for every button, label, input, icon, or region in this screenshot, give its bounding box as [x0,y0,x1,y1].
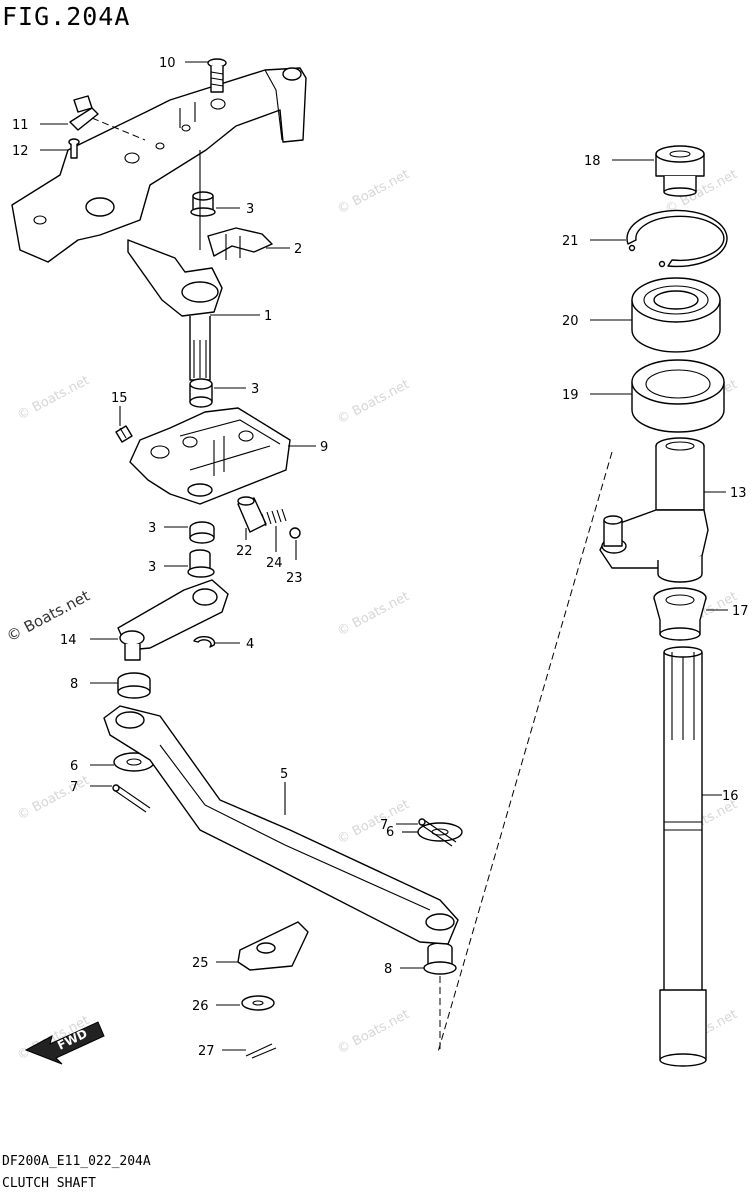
watermark: © Boats.net [335,797,412,847]
part-clip-11 [69,95,99,131]
callout-6-left: 6 [70,759,78,774]
part-bracket-25 [237,921,309,971]
part-link-5 [103,705,459,945]
callout-26: 26 [192,999,209,1014]
watermark: © Boats.net [335,167,412,217]
callout-1: 1 [264,309,272,324]
callout-7-right: 7 [380,818,388,833]
callout-16: 16 [722,789,739,804]
watermark: © Boats.net [335,589,412,639]
callout-27: 27 [198,1044,215,1059]
callout-11: 11 [12,118,29,133]
part-bolt-15 [115,425,133,443]
part-pin-27 [245,1043,277,1059]
watermark-strong: © Boats.net [3,587,92,646]
callout-22: 22 [236,544,253,559]
part-cotter-pin-7-right [418,818,457,847]
callout-19: 19 [562,388,579,403]
part-lever-14 [117,579,229,661]
part-bolt-10 [207,58,227,93]
callout-14: 14 [60,633,77,648]
part-plunger-22 [237,496,267,533]
callout-17: 17 [732,604,749,619]
watermarks: © Boats.net © Boats.net © Boats.net © Bo… [3,163,739,1063]
callout-23: 23 [286,571,303,586]
callout-12: 12 [12,144,29,159]
part-bush-3-upper [190,191,216,217]
part-screw-12 [68,138,80,159]
part-housing-9 [129,407,291,505]
part-bush-3-lower-b [187,549,215,578]
callout-3-lower-a: 3 [148,521,156,536]
part-shaft-16 [659,646,707,1067]
watermark: © Boats.net [15,773,92,823]
part-lever-2 [207,227,273,260]
part-cotter-pin-7-left [112,784,151,813]
part-washer-8-lower [423,942,457,975]
assembly-line [91,117,146,141]
figure-name: CLUTCH SHAFT [2,1176,96,1191]
callout-9: 9 [320,440,328,455]
part-bearing-20 [631,277,721,353]
part-washer-8-upper [117,672,151,699]
callout-20: 20 [562,314,579,329]
callout-3-lower-b: 3 [148,560,156,575]
figure-title: FIG.204A [2,2,131,31]
callout-2: 2 [294,242,302,257]
part-sleeve-13 [599,437,709,583]
part-bracket-upper [11,67,307,263]
callout-3-middle: 3 [251,382,259,397]
callout-8-lower: 8 [384,962,392,977]
callout-24: 24 [266,556,283,571]
part-ball-23 [289,527,301,539]
callout-25: 25 [192,956,209,971]
watermark: © Boats.net [15,373,92,423]
part-shaft-1 [127,150,223,381]
watermark: © Boats.net [335,377,412,427]
callout-5: 5 [280,767,288,782]
callout-15: 15 [111,391,128,406]
callout-3-upper: 3 [246,202,254,217]
part-clip-4 [193,635,216,648]
callout-7-left: 7 [70,780,78,795]
figure-code: DF200A_E11_022_204A [2,1154,151,1169]
part-circlip-21 [626,209,728,268]
part-bush-3-lower-a [189,521,215,544]
callouts: 10 11 12 3 2 1 3 15 9 3 3 22 24 23 14 4 … [12,56,749,1059]
part-bush-3-middle [189,378,213,408]
part-seal-19 [631,359,725,433]
part-plug-18 [655,145,705,197]
watermark: © Boats.net [335,1007,412,1057]
callout-6-right: 6 [386,825,394,840]
callout-10: 10 [159,56,176,71]
callout-13: 13 [730,486,747,501]
part-bush-17 [653,587,707,641]
callout-18: 18 [584,154,601,169]
leader-lines [40,61,728,1051]
part-spring-24 [261,508,287,527]
part-washer-26 [241,995,275,1011]
callout-4: 4 [246,637,254,652]
callout-21: 21 [562,234,579,249]
callout-8-upper: 8 [70,677,78,692]
assembly-line [437,451,613,1053]
